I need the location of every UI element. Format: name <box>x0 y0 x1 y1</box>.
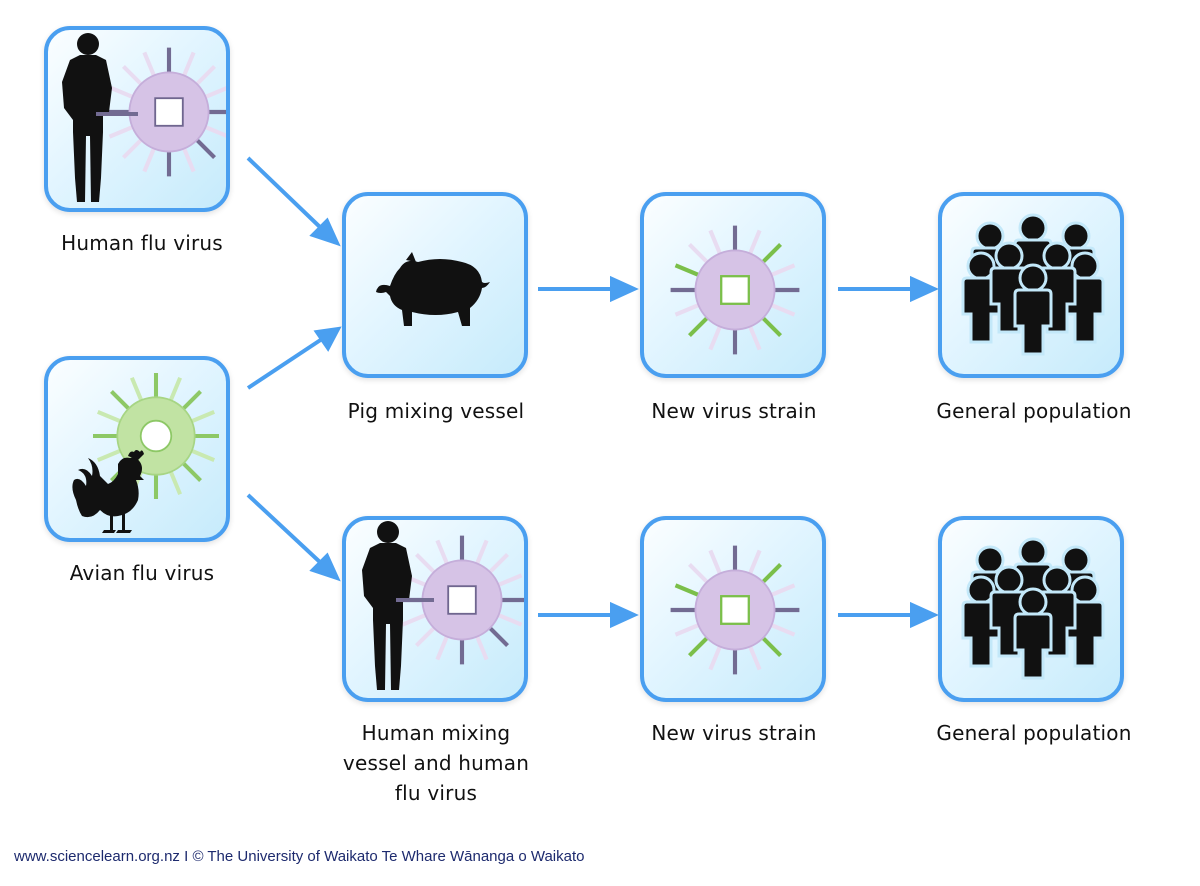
crowd-icon <box>942 520 1120 698</box>
arrow-pig-to-new-strain <box>538 275 639 303</box>
human-with-virus-icon <box>362 521 524 690</box>
rooster-with-virus-icon <box>72 360 226 533</box>
population-top-label: General population <box>936 399 1132 423</box>
pig-vessel-label: Pig mixing vessel <box>347 399 525 423</box>
arrow-new-strain-to-population-bottom <box>838 601 939 629</box>
human-flu-box <box>44 26 230 212</box>
human-vessel-label-line-1: Human mixing <box>361 721 511 745</box>
human-vessel-label: Human mixing vessel and human flu virus <box>306 718 566 808</box>
pig-icon <box>376 252 490 326</box>
arrow-human-to-pig <box>246 156 341 247</box>
avian-flu-label: Avian flu virus <box>69 561 215 585</box>
population-bottom-label: General population <box>936 721 1132 745</box>
human-vessel-label-line-3: flu virus <box>394 781 478 805</box>
human-vessel-label-line-2: vessel and human <box>342 751 530 775</box>
new-virus-icon <box>644 520 822 698</box>
new-strain-top-label: New virus strain <box>651 399 817 423</box>
pig-vessel-box <box>342 192 528 378</box>
human-flu-label: Human flu virus <box>61 231 223 255</box>
human-with-virus-icon <box>62 33 226 202</box>
population-top-box <box>938 192 1124 378</box>
crowd-icon <box>942 196 1120 374</box>
arrow-new-strain-to-population-top <box>838 275 939 303</box>
new-virus-icon <box>644 196 822 374</box>
new-strain-bottom-box <box>640 516 826 702</box>
population-bottom-box <box>938 516 1124 702</box>
footer-url[interactable]: www.sciencelearn.org.nz <box>14 848 180 865</box>
arrow-human-vessel-to-new-strain <box>538 601 639 629</box>
arrow-avian-to-human-vessel <box>246 493 341 582</box>
footer-credit: www.sciencelearn.org.nz I © The Universi… <box>14 848 585 865</box>
footer-copyright: © The University of Waikato Te Whare Wān… <box>192 848 585 865</box>
new-strain-bottom-label: New virus strain <box>651 721 817 745</box>
rooster-icon <box>72 450 144 533</box>
avian-flu-box <box>44 356 230 542</box>
footer-separator: I <box>179 848 193 865</box>
human-vessel-box <box>342 516 528 702</box>
arrow-avian-to-pig <box>246 326 342 390</box>
new-strain-top-box <box>640 192 826 378</box>
